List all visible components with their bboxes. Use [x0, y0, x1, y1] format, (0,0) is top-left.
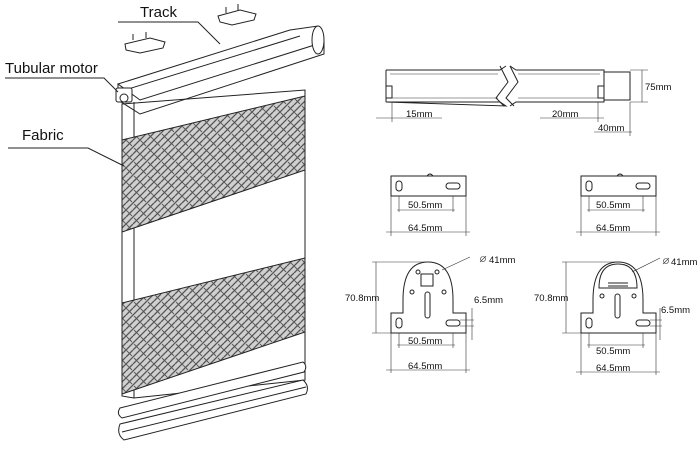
track-dimension-drawing: 75mm 15mm 20mm 40mm	[376, 65, 671, 136]
bracket-motor-left-height-dim: 70.8mm	[345, 293, 379, 304]
fabric-callout: Fabric	[8, 127, 125, 167]
fabric-band-weave	[121, 95, 306, 233]
fabric-panel	[121, 89, 306, 399]
tubular-motor-label: Tubular motor	[5, 60, 98, 77]
bracket-plain-right-outer-dim: 64.5mm	[596, 223, 630, 234]
track-right-offset-dim: 20mm	[552, 109, 578, 120]
track-height-dim: 75mm	[645, 82, 671, 93]
bracket-plain-left: 50.5mm 64.5mm	[386, 173, 470, 236]
bracket-motor-right-slot-dim: 6.5mm	[661, 305, 690, 316]
fabric-label: Fabric	[22, 127, 64, 144]
mounting-clip	[217, 4, 257, 26]
track-label: Track	[140, 4, 177, 21]
bracket-motor-right-diameter-dim: 41mm	[671, 257, 697, 268]
bracket-motor-left-slot-dim: 6.5mm	[474, 295, 503, 306]
bracket-motor-right: 70.8mm 41mm 6.5mm 50.5mm 64.5mm	[534, 257, 697, 375]
fabric-band-weave	[121, 257, 306, 395]
bracket-motor-left-diameter-dim: 41mm	[489, 255, 515, 266]
bracket-plain-right: 50.5mm 64.5mm	[576, 173, 660, 236]
bracket-plain-left-inner-dim: 50.5mm	[408, 200, 442, 211]
track-callout: Track	[118, 4, 221, 45]
blind-illustration: Track Tubular motor Fabric	[5, 4, 325, 441]
mounting-clip	[124, 32, 166, 54]
bracket-motor-right-outer-dim: 64.5mm	[596, 363, 630, 374]
track-end-dim: 40mm	[598, 123, 624, 134]
bracket-motor-right-inner-dim: 50.5mm	[596, 346, 630, 357]
bracket-plain-left-outer-dim: 64.5mm	[408, 223, 442, 234]
tubular-motor-callout: Tubular motor	[5, 60, 119, 93]
bracket-motor-left-outer-dim: 64.5mm	[408, 361, 442, 372]
bracket-plain-right-inner-dim: 50.5mm	[596, 200, 630, 211]
bracket-motor-left: 70.8mm 41mm 6.5mm 50.5mm 64.5mm	[345, 255, 515, 373]
bracket-motor-left-inner-dim: 50.5mm	[408, 336, 442, 347]
bracket-motor-right-height-dim: 70.8mm	[534, 293, 568, 304]
track-headrail	[115, 25, 325, 115]
bottom-bar	[117, 361, 308, 441]
track-left-offset-dim: 15mm	[406, 109, 432, 120]
